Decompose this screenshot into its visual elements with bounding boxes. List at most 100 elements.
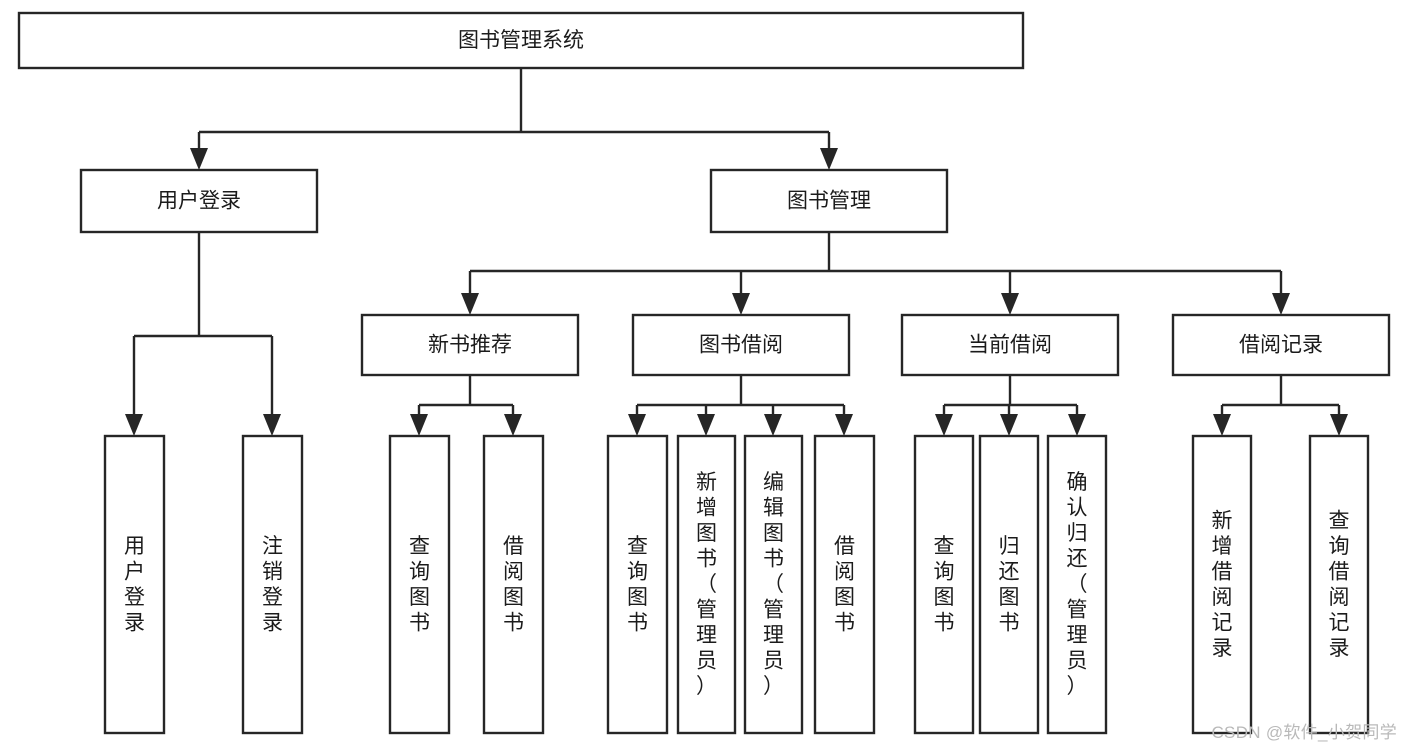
- node-label-char: 增: [696, 497, 717, 520]
- node-box[interactable]: [360, 313, 580, 377]
- node-label-char: 阅: [1212, 586, 1233, 609]
- arrow-head-icon: [835, 414, 853, 436]
- arrow-head-icon: [764, 414, 782, 436]
- node-layer: 图书管理系统用户登录图书管理新书推荐图书借阅当前借阅借阅记录用户登录注销登录查询…: [17, 11, 1391, 735]
- node-label-char: 查: [409, 535, 430, 558]
- node-label-char: 登: [262, 586, 283, 609]
- node-box[interactable]: [978, 434, 1040, 735]
- connector-layer: [125, 68, 1348, 436]
- node-label-char: 图: [627, 586, 648, 609]
- node-label-char: 阅: [834, 560, 855, 583]
- node-current-borrow[interactable]: 当前借阅: [900, 313, 1120, 377]
- node-label-char: 录: [1329, 637, 1350, 660]
- arrow-head-icon: [1272, 293, 1290, 315]
- node-label: 图书管理: [787, 190, 871, 213]
- node-label-char: 认: [1067, 497, 1088, 520]
- node-borrow-records[interactable]: 借阅记录: [1171, 313, 1391, 377]
- node-box[interactable]: [913, 434, 975, 735]
- node-label-char: 借: [834, 535, 855, 558]
- node-box[interactable]: [631, 313, 851, 377]
- node-root[interactable]: 图书管理系统: [17, 11, 1025, 70]
- arrow-head-icon: [1330, 414, 1348, 436]
- arrow-head-icon: [628, 414, 646, 436]
- node-box[interactable]: [17, 11, 1025, 70]
- node-box[interactable]: [1171, 313, 1391, 377]
- node-label-char: 图: [763, 522, 784, 545]
- node-book-borrow[interactable]: 图书借阅: [631, 313, 851, 377]
- node-label-char: 增: [1212, 535, 1233, 558]
- arrow-head-icon: [935, 414, 953, 436]
- node-label-char: 书: [627, 611, 648, 634]
- node-label-char: 辑: [763, 497, 784, 520]
- node-label: 图书借阅: [699, 334, 783, 357]
- node-label-char: 书: [696, 548, 717, 571]
- arrow-head-icon: [1213, 414, 1231, 436]
- arrow-head-icon: [410, 414, 428, 436]
- node-label-char: 理: [696, 624, 717, 647]
- node-box[interactable]: [241, 434, 304, 735]
- node-label-char: 询: [934, 560, 955, 583]
- node-box[interactable]: [79, 168, 319, 234]
- node-label-char: 户: [124, 560, 145, 583]
- node-label-char: 销: [262, 560, 283, 583]
- node-label-char: 记: [1329, 611, 1350, 634]
- node-user-login[interactable]: 用户登录: [79, 168, 319, 234]
- node-label-char: 新: [1212, 509, 1233, 532]
- arrow-head-icon: [820, 148, 838, 170]
- node-label: 图书管理系统: [458, 29, 584, 52]
- node-label-char: 编: [763, 471, 784, 494]
- node-label-char: 图: [999, 586, 1020, 609]
- node-box[interactable]: [103, 434, 166, 735]
- arrow-head-icon: [190, 148, 208, 170]
- arrow-head-icon: [697, 414, 715, 436]
- node-label-char: 查: [627, 535, 648, 558]
- node-label-char: 书: [409, 611, 430, 634]
- arrow-head-icon: [732, 293, 750, 315]
- node-label-char: ）: [1067, 675, 1088, 698]
- node-label-char: （: [763, 573, 784, 596]
- node-label: 新书推荐: [428, 334, 512, 357]
- node-box[interactable]: [1191, 434, 1253, 735]
- node-label-char: （: [696, 573, 717, 596]
- node-box[interactable]: [676, 434, 737, 735]
- node-box[interactable]: [1308, 434, 1370, 735]
- node-box[interactable]: [482, 434, 545, 735]
- node-box[interactable]: [709, 168, 949, 234]
- node-box[interactable]: [813, 434, 876, 735]
- node-label-char: 注: [262, 535, 283, 558]
- node-label: 借阅记录: [1239, 334, 1323, 357]
- node-label-char: 确: [1067, 471, 1088, 494]
- arrow-head-icon: [1001, 293, 1019, 315]
- node-box[interactable]: [1046, 434, 1108, 735]
- node-label-char: 员: [1067, 650, 1088, 673]
- node-leaf-user-login[interactable]: 用户登录: [103, 434, 166, 735]
- node-book-management[interactable]: 图书管理: [709, 168, 949, 234]
- node-label-char: 查: [934, 535, 955, 558]
- node-new-book-recommend[interactable]: 新书推荐: [360, 313, 580, 377]
- node-box[interactable]: [900, 313, 1120, 377]
- node-box[interactable]: [606, 434, 669, 735]
- node-box[interactable]: [743, 434, 804, 735]
- node-label-char: 录: [262, 611, 283, 634]
- node-label-char: 图: [834, 586, 855, 609]
- arrow-head-icon: [1068, 414, 1086, 436]
- node-label-char: 记: [1212, 611, 1233, 634]
- node-label-char: 归: [1067, 522, 1088, 545]
- node-box[interactable]: [388, 434, 451, 735]
- node-label-char: 询: [627, 560, 648, 583]
- node-label-char: 借: [503, 535, 524, 558]
- node-label-char: 图: [696, 522, 717, 545]
